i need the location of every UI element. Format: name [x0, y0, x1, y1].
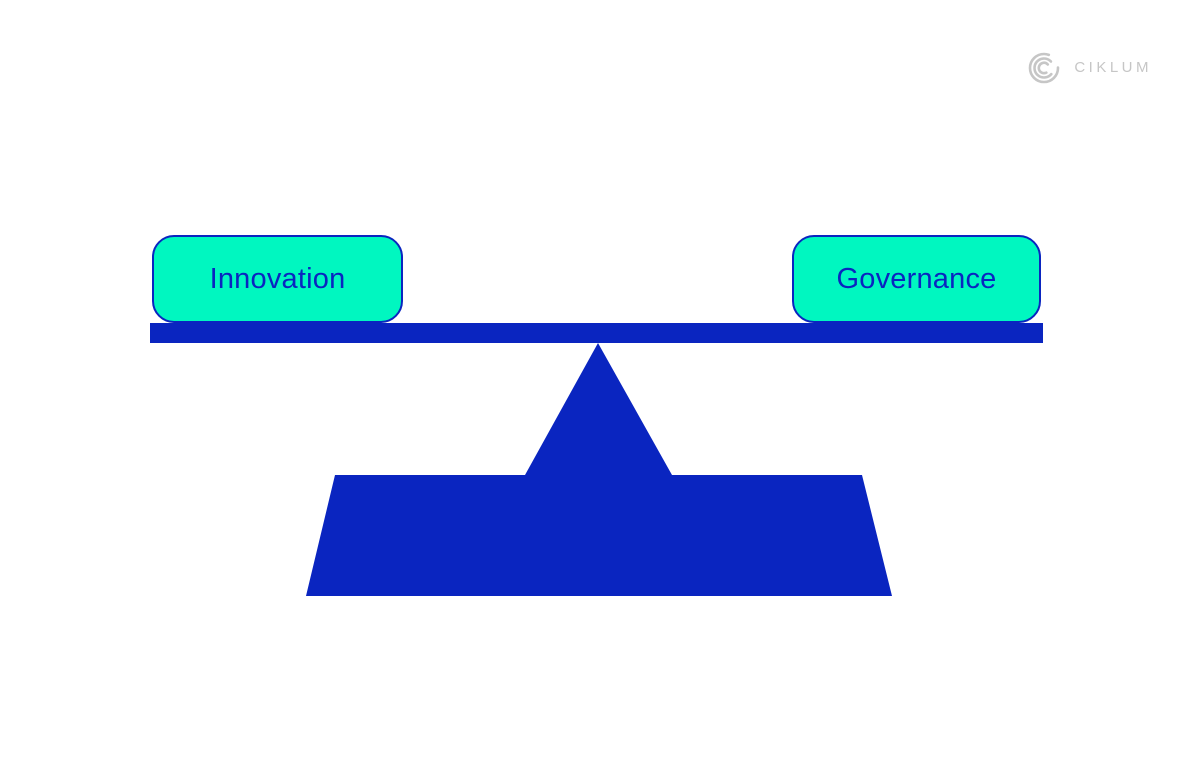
innovation-label-box: Innovation: [152, 235, 403, 323]
ciklum-logo: CIKLUM: [1027, 51, 1152, 85]
fulcrum-shape: [306, 343, 892, 596]
governance-label: Governance: [836, 262, 997, 295]
governance-label-box: Governance: [792, 235, 1041, 323]
concentric-c-arcs-icon: [1027, 51, 1061, 85]
innovation-label: Innovation: [209, 262, 346, 295]
balance-fulcrum: [306, 343, 892, 596]
balance-beam: [150, 323, 1043, 343]
ciklum-wordmark: CIKLUM: [1074, 59, 1152, 76]
